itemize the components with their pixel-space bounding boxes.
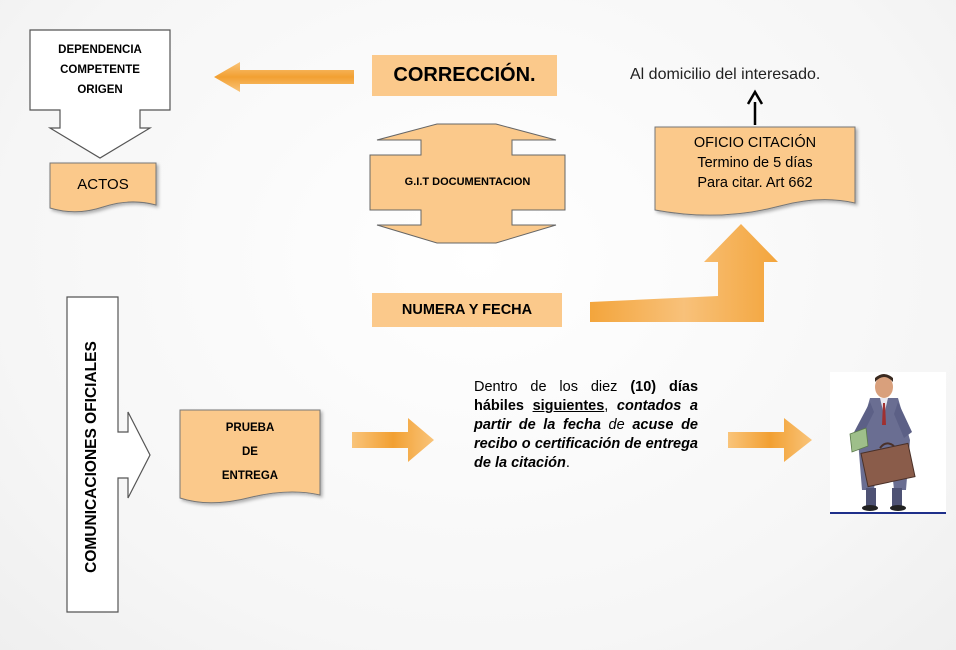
oficio-line1: OFICIO CITACIÓN [693,135,817,151]
correccion-label: CORRECCIÓN. [393,64,536,86]
prueba-line2: DE [242,446,258,458]
git-double-arrow [369,123,566,244]
plazo-paragraph: Dentro de los diez (10) días hábiles sig… [474,378,698,473]
git-label: G.I.T DOCUMENTACION [404,176,531,188]
actos-label: ACTOS [77,175,129,193]
oficio-label: OFICIO CITACIÓN Termino de 5 días Para c… [655,131,855,195]
prueba-document-shape [179,409,321,504]
comunicaciones-label: COMUNICACIONES OFICIALES [83,341,100,573]
plazo-t3: días hábiles [474,379,699,414]
dependencia-line2: COMPETENTE [60,64,140,76]
right-arrow-2 [728,418,812,462]
domicilio-label: Al domicilio del interesado. [630,66,821,83]
plazo-t4: siguientes [532,398,605,414]
right-arrow-1 [352,418,434,462]
correccion-box [372,55,557,96]
bent-up-arrow [590,224,778,322]
plazo-t1: Dentro de los diez [474,379,631,395]
dependencia-callout-shape [29,29,171,159]
plazo-t5: , [604,398,609,414]
actos-document-shape [49,162,157,213]
prueba-line3: ENTREGA [221,470,279,482]
plazo-t9: . [565,455,570,471]
prueba-label: PRUEBA DE ENTREGA [180,414,320,490]
person-with-briefcase-icon [830,372,946,514]
oficio-line3: Para citar. Art 662 [697,175,813,191]
prueba-line1: PRUEBA [225,422,275,434]
plazo-t6: contados a partir de la fecha [474,398,698,433]
oficio-line2: Termino de 5 días [697,155,813,171]
dependencia-line3: ORIGEN [77,84,123,96]
plazo-t8: acuse de recibo o certificación de entre… [474,417,698,471]
dependencia-line1: DEPENDENCIA [58,44,142,56]
plazo-t2: (10) [630,379,657,395]
dependencia-label: DEPENDENCIA COMPETENTE ORIGEN [30,34,170,106]
numera-label: NUMERA Y FECHA [401,302,533,318]
numera-box [372,293,562,327]
comunicaciones-callout-shape [66,296,151,613]
oficio-document-shape [654,126,856,216]
left-arrow [214,62,354,92]
plazo-t7: de [600,417,633,433]
